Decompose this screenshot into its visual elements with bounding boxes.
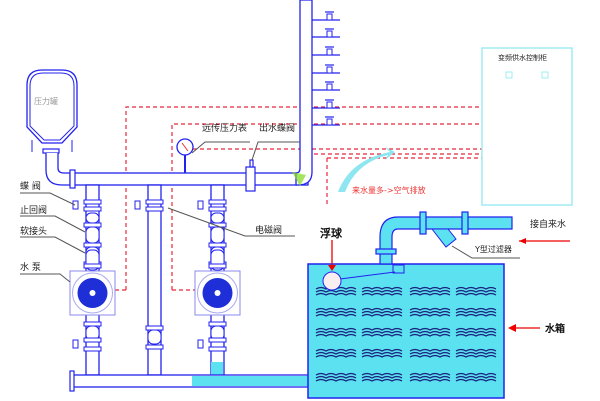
water-wave [315,310,357,314]
water-pump-2 [194,270,241,316]
water-wave [361,307,403,311]
butterfly-valve-label: 蝶 阀 [20,180,41,192]
water-wave [361,292,403,296]
water-wave [315,378,357,382]
inlet-pipe [375,211,570,265]
tap-valve-icon [312,64,340,74]
butterfly-valve-handle [72,200,79,210]
water-wave [361,378,403,382]
water-wave [455,286,497,290]
water-wave [455,348,497,352]
water-wave [361,289,403,293]
water-pump-1 [69,270,116,316]
outlet-taps [312,11,340,126]
tap-valve-icon [312,46,340,56]
water-wave [361,313,403,317]
water-wave [315,351,357,355]
water-pump-label: 水 泵 [20,261,41,273]
water-wave [409,310,451,314]
water-tank [307,240,505,399]
water-wave [409,354,451,358]
water-wave [409,351,451,355]
water-wave [455,333,497,337]
suction-pipe [69,370,309,392]
water-wave [409,372,451,376]
y-strainer [430,228,457,248]
pump-group [69,184,241,376]
water-wave [361,348,403,352]
water-wave [455,375,497,379]
tap-valve-icon [312,11,340,21]
solenoid-valve-label: 电磁阀 [255,224,282,236]
water-wave [409,292,451,296]
water-wave [455,289,497,293]
water-wave [455,330,497,334]
air-discharge-note: 来水量多->空气排放 [352,185,426,195]
water-wave [455,327,497,331]
air-flow-arrow [338,147,395,192]
water-wave [315,327,357,331]
tap-water-inlet-label: 接自来水 [530,218,566,230]
remote-pressure-gauge-label: 远传压力表 [202,122,247,134]
water-wave [315,289,357,293]
water-wave [315,372,357,376]
water-wave [361,286,403,290]
signal-lines [115,106,482,291]
water-wave [409,286,451,290]
pressure-tank: 压力罐 [26,69,78,186]
water-wave [409,375,451,379]
water-wave [361,333,403,337]
water-wave [315,333,357,337]
pressure-tank-label: 压力罐 [34,96,58,106]
water-wave [315,330,357,334]
water-wave [315,307,357,311]
tap-valve-icon [312,116,340,126]
header-pipe [69,0,313,192]
water-wave [455,313,497,317]
float-ball [322,271,342,291]
water-wave [455,307,497,311]
water-wave [409,333,451,337]
control-cabinet-label: 变频供水控制柜 [498,53,547,62]
control-cabinet [481,47,573,206]
water-wave [315,375,357,379]
leader-lines [20,141,520,283]
flexible-joint-label: 软接头 [20,225,47,237]
water-wave [315,292,357,296]
water-wave [455,354,497,358]
outlet-butterfly-valve-label: 出水蝶阀 [259,122,295,134]
y-strainer-label: Y型过滤器 [474,244,512,254]
water-wave [455,372,497,376]
water-wave [315,348,357,352]
tap-valve-icon [312,99,340,109]
solenoid-valve-icon [134,200,141,210]
check-valve-label: 止回阀 [20,204,47,216]
water-wave [315,354,357,358]
water-wave [361,372,403,376]
water-wave [315,313,357,317]
water-wave [409,348,451,352]
water-wave [409,289,451,293]
water-wave [455,292,497,296]
water-wave [455,351,497,355]
water-wave [361,330,403,334]
water-wave [455,378,497,382]
tap-valve-icon [312,28,340,38]
water-wave [361,351,403,355]
water-wave [361,375,403,379]
float-ball-label: 浮球 [320,226,343,240]
water-wave [409,313,451,317]
tap-valve-icon [312,81,340,91]
water-wave [409,330,451,334]
water-wave [361,354,403,358]
water-tank-label: 水箱 [544,322,565,335]
water-wave [455,310,497,314]
water-wave [409,307,451,311]
water-wave [361,327,403,331]
water-wave [409,378,451,382]
water-wave [361,310,403,314]
butterfly-valve-handle [197,200,204,210]
water-wave [409,327,451,331]
